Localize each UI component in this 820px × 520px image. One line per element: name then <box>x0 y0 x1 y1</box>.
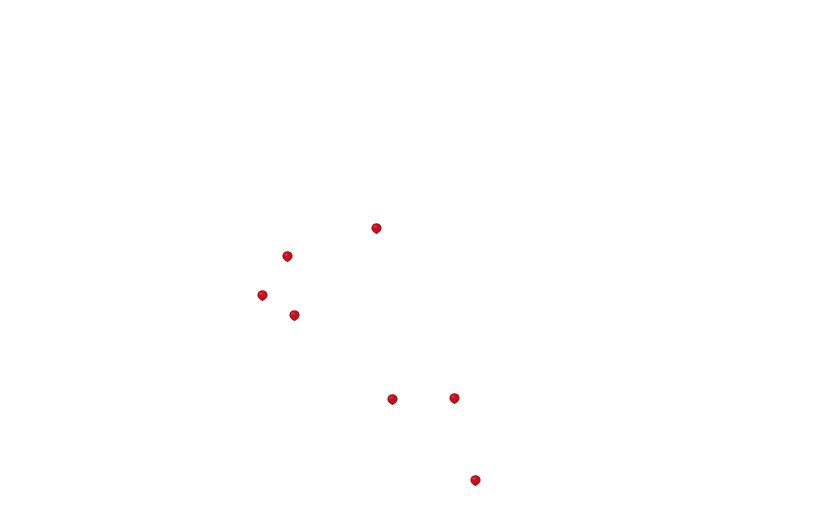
map-pin-icon <box>256 289 268 301</box>
map-marker[interactable] <box>469 474 481 486</box>
map-pin-icon <box>448 392 460 404</box>
map-marker[interactable] <box>281 250 293 262</box>
map-pin-icon <box>288 309 300 321</box>
map-pin-icon <box>370 222 382 234</box>
map-marker[interactable] <box>370 222 382 234</box>
map-pin-icon <box>386 393 398 405</box>
map-marker[interactable] <box>386 393 398 405</box>
map-marker[interactable] <box>256 289 268 301</box>
map-pin-icon <box>281 250 293 262</box>
map-marker[interactable] <box>288 309 300 321</box>
map-pin-icon <box>469 474 481 486</box>
map-marker[interactable] <box>448 392 460 404</box>
